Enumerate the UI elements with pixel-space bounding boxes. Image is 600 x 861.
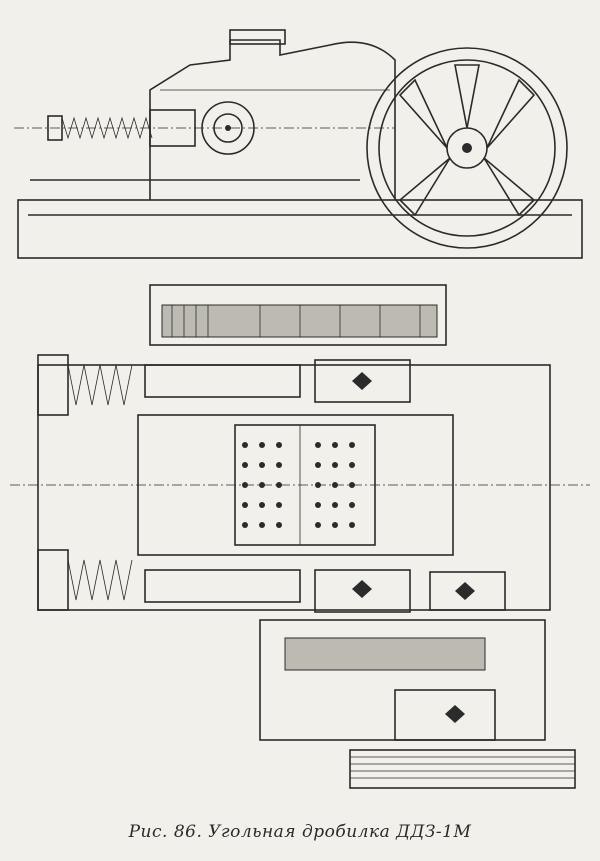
v-belt-pulley	[349, 749, 576, 789]
plan-view	[10, 284, 590, 789]
crusher-drawing	[10, 29, 590, 789]
figure-caption: Рис. 86. Угольная дробилка ДДЗ-1М	[128, 822, 472, 842]
roller-bearing	[201, 101, 255, 155]
flywheel	[366, 47, 568, 249]
springs	[37, 354, 133, 611]
main-frame	[37, 364, 551, 611]
base-frame	[17, 199, 583, 259]
feed-hopper	[229, 29, 286, 45]
side-elevation-view	[14, 29, 583, 259]
gear-bottom	[284, 637, 486, 671]
crusher-housing	[149, 39, 396, 200]
gear-guard-top	[149, 284, 447, 346]
gear-top	[161, 304, 438, 338]
spring-assembly	[47, 109, 196, 147]
roll-teeth	[242, 442, 355, 528]
